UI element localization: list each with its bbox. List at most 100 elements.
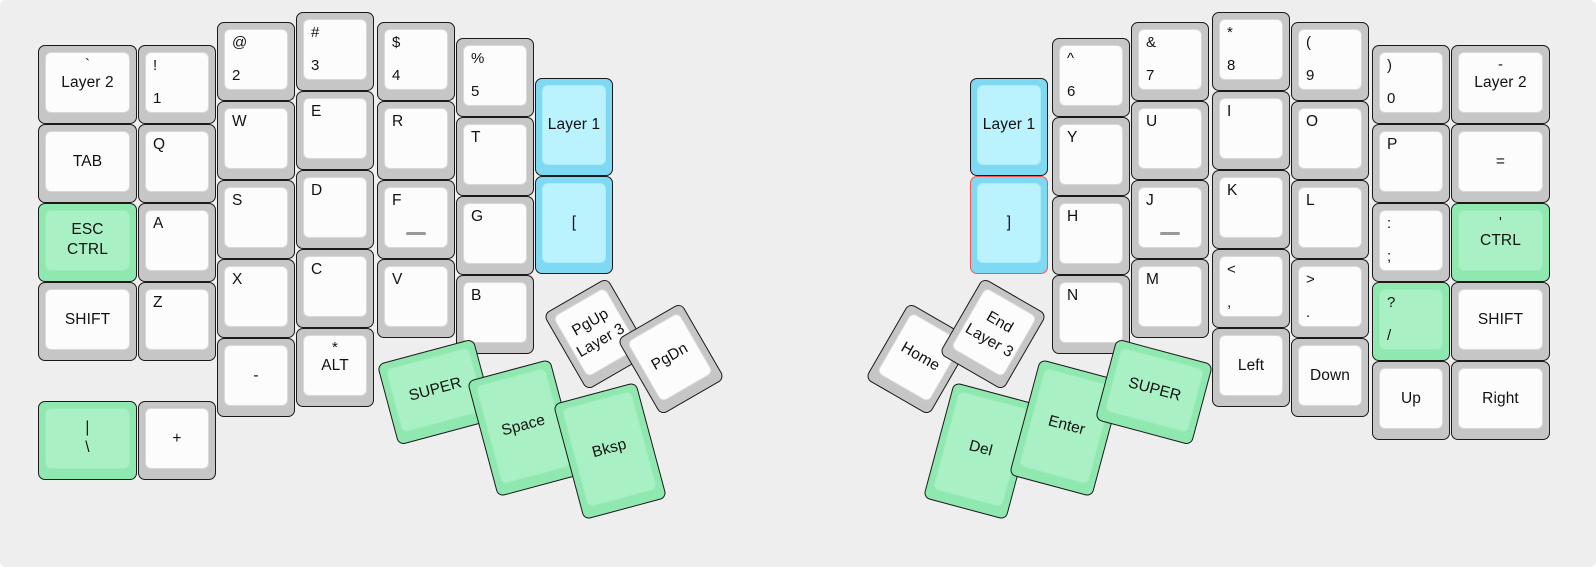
key-v-legend: V xyxy=(392,271,403,288)
key-t[interactable]: T xyxy=(456,117,534,196)
key-equals-legend: = xyxy=(1495,152,1506,170)
key-g-legend: G xyxy=(471,208,484,225)
key-g[interactable]: G xyxy=(456,196,534,275)
key-2[interactable]: @2 xyxy=(217,22,295,101)
key-minus-layer2[interactable]: -Layer 2 xyxy=(1451,45,1550,124)
key-6[interactable]: ^6 xyxy=(1052,38,1130,117)
key-e[interactable]: E xyxy=(296,91,374,170)
key-y[interactable]: Y xyxy=(1052,117,1130,196)
key-i[interactable]: I xyxy=(1212,91,1290,170)
key-z[interactable]: Z xyxy=(138,282,216,361)
key-end-layer3-cap: End Layer 3 xyxy=(950,286,1038,378)
key-left-arrow-legend: Left xyxy=(1237,356,1265,374)
key-1-cap: !1 xyxy=(145,52,209,113)
key-q[interactable]: Q xyxy=(138,124,216,203)
key-m[interactable]: M xyxy=(1131,259,1209,338)
key-2-legend-bottom: 2 xyxy=(232,67,241,85)
key-bracket-right[interactable]: ] xyxy=(970,176,1048,274)
key-slash[interactable]: ?/ xyxy=(1372,282,1450,361)
key-m-cap: M xyxy=(1138,266,1202,327)
key-down-arrow[interactable]: Down xyxy=(1291,338,1369,417)
key-right-arrow[interactable]: Right xyxy=(1451,361,1550,440)
key-k-cap: K xyxy=(1219,177,1283,238)
key-e-legend: E xyxy=(311,103,322,120)
key-pipe-backslash-legend: | \ xyxy=(85,418,90,457)
key-6-legend-top: ^ xyxy=(1067,50,1075,67)
key-8-cap: *8 xyxy=(1219,19,1283,80)
key-layer1-left[interactable]: Layer 1 xyxy=(535,78,613,176)
key-equals[interactable]: = xyxy=(1451,124,1550,203)
key-tab-cap: TAB xyxy=(45,131,130,192)
key-shift-right-cap: SHIFT xyxy=(1458,289,1543,350)
key-super-right-legend: SUPER xyxy=(1126,374,1183,405)
key-alt[interactable]: *ALT xyxy=(296,328,374,407)
key-d[interactable]: D xyxy=(296,170,374,249)
key-n[interactable]: N xyxy=(1052,275,1130,354)
key-r-cap: R xyxy=(384,108,448,169)
key-grave-layer2[interactable]: `Layer 2 xyxy=(38,45,137,124)
key-minus[interactable]: - xyxy=(217,338,295,417)
key-5[interactable]: %5 xyxy=(456,38,534,117)
key-tab-legend: TAB xyxy=(72,152,103,170)
key-o[interactable]: O xyxy=(1291,101,1369,180)
key-period[interactable]: >. xyxy=(1291,259,1369,338)
key-z-legend: Z xyxy=(153,294,163,311)
key-quote-ctrl[interactable]: 'CTRL xyxy=(1451,203,1550,282)
key-7[interactable]: &7 xyxy=(1131,22,1209,101)
key-h[interactable]: H xyxy=(1052,196,1130,275)
key-u-cap: U xyxy=(1138,108,1202,169)
key-super-right[interactable]: SUPER xyxy=(1094,338,1214,446)
key-n-legend: N xyxy=(1067,287,1079,304)
key-u[interactable]: U xyxy=(1131,101,1209,180)
key-j[interactable]: J xyxy=(1131,180,1209,259)
key-s[interactable]: S xyxy=(217,180,295,259)
key-0[interactable]: )0 xyxy=(1372,45,1450,124)
key-c-legend: C xyxy=(311,261,323,278)
key-left-arrow[interactable]: Left xyxy=(1212,328,1290,407)
key-a[interactable]: A xyxy=(138,203,216,282)
key-n-cap: N xyxy=(1059,282,1123,343)
key-3[interactable]: #3 xyxy=(296,12,374,91)
key-super-right-cap: SUPER xyxy=(1104,347,1205,434)
key-l-cap: L xyxy=(1298,187,1362,248)
key-9[interactable]: (9 xyxy=(1291,22,1369,101)
key-v-cap: V xyxy=(384,266,448,327)
key-shift-right[interactable]: SHIFT xyxy=(1451,282,1550,361)
key-k[interactable]: K xyxy=(1212,170,1290,249)
key-esc-ctrl[interactable]: ESC CTRL xyxy=(38,203,137,282)
key-comma[interactable]: <, xyxy=(1212,249,1290,328)
key-d-cap: D xyxy=(303,177,367,238)
key-semicolon[interactable]: :; xyxy=(1372,203,1450,282)
key-layer1-right[interactable]: Layer 1 xyxy=(970,78,1048,176)
key-tab[interactable]: TAB xyxy=(38,124,137,203)
key-w[interactable]: W xyxy=(217,101,295,180)
key-end-layer3[interactable]: End Layer 3 xyxy=(938,277,1048,391)
key-r[interactable]: R xyxy=(377,101,455,180)
key-pipe-backslash[interactable]: | \ xyxy=(38,401,137,480)
key-f-homing-bar xyxy=(406,232,426,235)
key-f[interactable]: F xyxy=(377,180,455,259)
key-layer1-right-cap: Layer 1 xyxy=(977,85,1041,165)
key-v[interactable]: V xyxy=(377,259,455,338)
key-4-legend-top: $ xyxy=(392,34,401,51)
key-x[interactable]: X xyxy=(217,259,295,338)
key-c[interactable]: C xyxy=(296,249,374,328)
key-p[interactable]: P xyxy=(1372,124,1450,203)
key-bracket-left[interactable]: [ xyxy=(535,176,613,274)
key-layer1-left-legend: Layer 1 xyxy=(547,115,601,133)
key-l[interactable]: L xyxy=(1291,180,1369,259)
key-r-legend: R xyxy=(392,113,404,130)
key-up-arrow[interactable]: Up xyxy=(1372,361,1450,440)
key-1[interactable]: !1 xyxy=(138,45,216,124)
key-4[interactable]: $4 xyxy=(377,22,455,101)
key-plus[interactable]: + xyxy=(138,401,216,480)
key-8[interactable]: *8 xyxy=(1212,12,1290,91)
key-shift-left[interactable]: SHIFT xyxy=(38,282,137,361)
